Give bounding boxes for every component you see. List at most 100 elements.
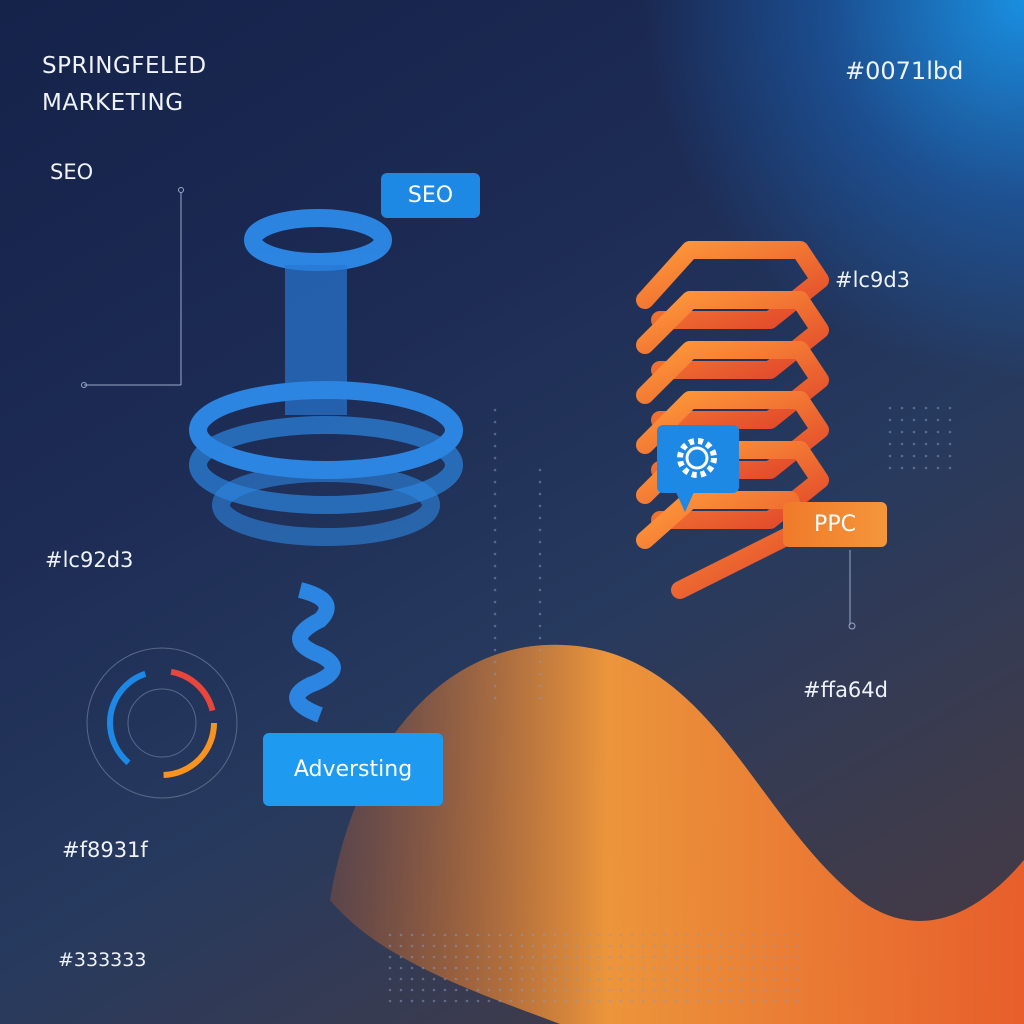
- dot: [707, 988, 711, 992]
- dot: [498, 933, 502, 937]
- dot: [718, 933, 722, 937]
- dot: [888, 442, 892, 446]
- dot: [641, 999, 645, 1003]
- dot: [948, 430, 952, 434]
- dot: [454, 944, 458, 948]
- dot: [630, 999, 634, 1003]
- dot: [443, 955, 447, 959]
- dot: [509, 955, 513, 959]
- dot: [421, 988, 425, 992]
- dot: [729, 944, 733, 948]
- dot: [597, 988, 601, 992]
- dot: [388, 999, 392, 1003]
- dot: [493, 492, 497, 496]
- dot: [762, 955, 766, 959]
- dot: [729, 977, 733, 981]
- dot: [410, 944, 414, 948]
- dot: [586, 999, 590, 1003]
- dot: [542, 977, 546, 981]
- dot: [718, 955, 722, 959]
- dot: [465, 944, 469, 948]
- dot: [729, 966, 733, 970]
- dot: [630, 977, 634, 981]
- dot: [888, 430, 892, 434]
- dot: [630, 944, 634, 948]
- dot: [751, 977, 755, 981]
- dot: [538, 516, 542, 520]
- dot: [410, 988, 414, 992]
- dot: [773, 999, 777, 1003]
- dot: [641, 933, 645, 937]
- dot: [652, 944, 656, 948]
- dot: [663, 999, 667, 1003]
- dot: [630, 988, 634, 992]
- dot: [751, 955, 755, 959]
- dot: [487, 966, 491, 970]
- dot: [399, 988, 403, 992]
- dot: [948, 406, 952, 410]
- dot: [498, 977, 502, 981]
- dot: [619, 999, 623, 1003]
- dot: [454, 988, 458, 992]
- dot: [542, 955, 546, 959]
- dot: [476, 955, 480, 959]
- dot: [509, 977, 513, 981]
- dot: [538, 576, 542, 580]
- dot: [762, 999, 766, 1003]
- dot: [924, 442, 928, 446]
- dot: [498, 966, 502, 970]
- dot: [685, 988, 689, 992]
- dot: [531, 966, 535, 970]
- dot: [912, 466, 916, 470]
- dot: [696, 944, 700, 948]
- dot: [487, 977, 491, 981]
- dot: [924, 466, 928, 470]
- dot: [465, 977, 469, 981]
- dot: [630, 966, 634, 970]
- dot: [619, 988, 623, 992]
- dot: [900, 430, 904, 434]
- dot: [586, 955, 590, 959]
- dot: [531, 933, 535, 937]
- dot: [553, 988, 557, 992]
- dot: [553, 966, 557, 970]
- title-line-1: SPRINGFELED: [42, 53, 207, 79]
- color-label-6: #333333: [58, 949, 147, 971]
- dot: [795, 999, 799, 1003]
- dot: [443, 933, 447, 937]
- dot: [476, 977, 480, 981]
- dot: [586, 977, 590, 981]
- dot: [912, 418, 916, 422]
- dot: [707, 966, 711, 970]
- dot: [399, 933, 403, 937]
- dot: [762, 988, 766, 992]
- dot: [421, 944, 425, 948]
- dot: [493, 444, 497, 448]
- dot: [795, 977, 799, 981]
- dot: [936, 418, 940, 422]
- dot: [538, 540, 542, 544]
- dot: [888, 406, 892, 410]
- dot: [586, 933, 590, 937]
- dot: [641, 955, 645, 959]
- dot: [564, 977, 568, 981]
- dot: [900, 454, 904, 458]
- dot: [641, 977, 645, 981]
- spring-icon: [636, 241, 829, 599]
- dot: [948, 466, 952, 470]
- dot: [784, 933, 788, 937]
- dot: [608, 955, 612, 959]
- dot: [685, 955, 689, 959]
- dot: [696, 933, 700, 937]
- dot: [751, 988, 755, 992]
- dot: [493, 564, 497, 568]
- dot: [773, 988, 777, 992]
- dot: [538, 660, 542, 664]
- dot: [538, 564, 542, 568]
- advertising-tag: Adversting: [263, 733, 443, 806]
- dot: [454, 933, 458, 937]
- dot: [553, 933, 557, 937]
- dot: [531, 955, 535, 959]
- dot: [729, 933, 733, 937]
- dot: [564, 955, 568, 959]
